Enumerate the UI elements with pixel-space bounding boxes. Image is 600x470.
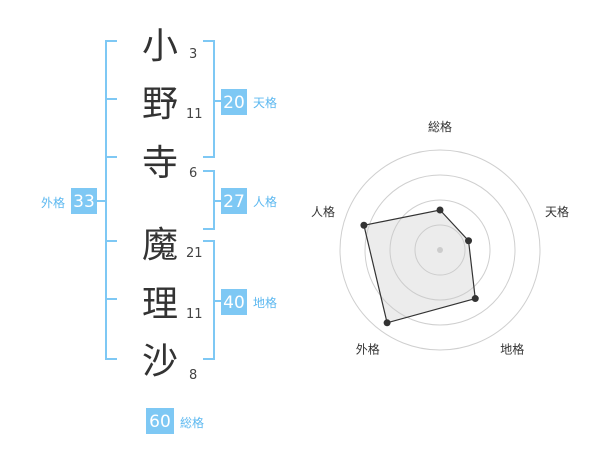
- chikaku-value: 40: [223, 293, 245, 313]
- stroke-count: 6: [189, 166, 197, 181]
- tenkaku-value: 20: [223, 93, 245, 113]
- kanji-char: 小: [142, 26, 178, 67]
- stroke-count: 11: [186, 107, 203, 122]
- kanji-char: 理: [142, 284, 178, 325]
- radar-axis-label: 地格: [500, 342, 524, 357]
- kanji-char: 沙: [142, 341, 178, 382]
- radar-ring: [414, 224, 466, 276]
- jinkaku-bracket: [203, 170, 222, 230]
- stroke-count: 8: [189, 368, 197, 383]
- chikaku-box: [221, 289, 247, 315]
- soukaku-value: 60: [149, 412, 171, 432]
- stroke-count: 3: [189, 47, 197, 62]
- jinkaku-box: [221, 188, 247, 214]
- radar-ring: [364, 174, 516, 326]
- radar-axis-label: 天格: [545, 204, 569, 219]
- radar-area: [363, 209, 476, 324]
- radar-point: [436, 206, 444, 214]
- tenkaku-box: [221, 89, 247, 115]
- gaikaku-value: 33: [73, 192, 95, 212]
- jinkaku-label: 人格: [253, 194, 277, 209]
- stroke-count: 21: [186, 246, 203, 261]
- gaikaku-label: 外格: [41, 195, 65, 210]
- chikaku-label: 地格: [253, 295, 277, 310]
- radar-axis-label: 外格: [356, 342, 380, 357]
- soukaku-label: 総格: [180, 415, 204, 430]
- kanji-char: 寺: [142, 143, 178, 184]
- stroke-count: 11: [186, 307, 203, 322]
- soukaku-box: [146, 408, 174, 434]
- gaikaku-box: [71, 188, 97, 214]
- radar-point: [465, 237, 473, 245]
- tenkaku-bracket: [203, 40, 222, 158]
- radar-ring: [339, 149, 541, 351]
- radar-ring: [389, 199, 491, 301]
- kanji-char: 野: [142, 84, 178, 125]
- radar-point: [383, 319, 391, 327]
- radar-axis-label: 人格: [311, 204, 335, 219]
- radar-point: [471, 295, 479, 303]
- jinkaku-value: 27: [223, 192, 245, 212]
- radar-axis-label: 総格: [428, 119, 452, 134]
- gaikaku-bracket: [96, 40, 117, 360]
- tenkaku-label: 天格: [253, 95, 277, 110]
- radar-point: [360, 221, 368, 229]
- chikaku-bracket: [203, 240, 222, 360]
- kanji-char: 魔: [142, 225, 178, 266]
- radar-center: [437, 247, 443, 253]
